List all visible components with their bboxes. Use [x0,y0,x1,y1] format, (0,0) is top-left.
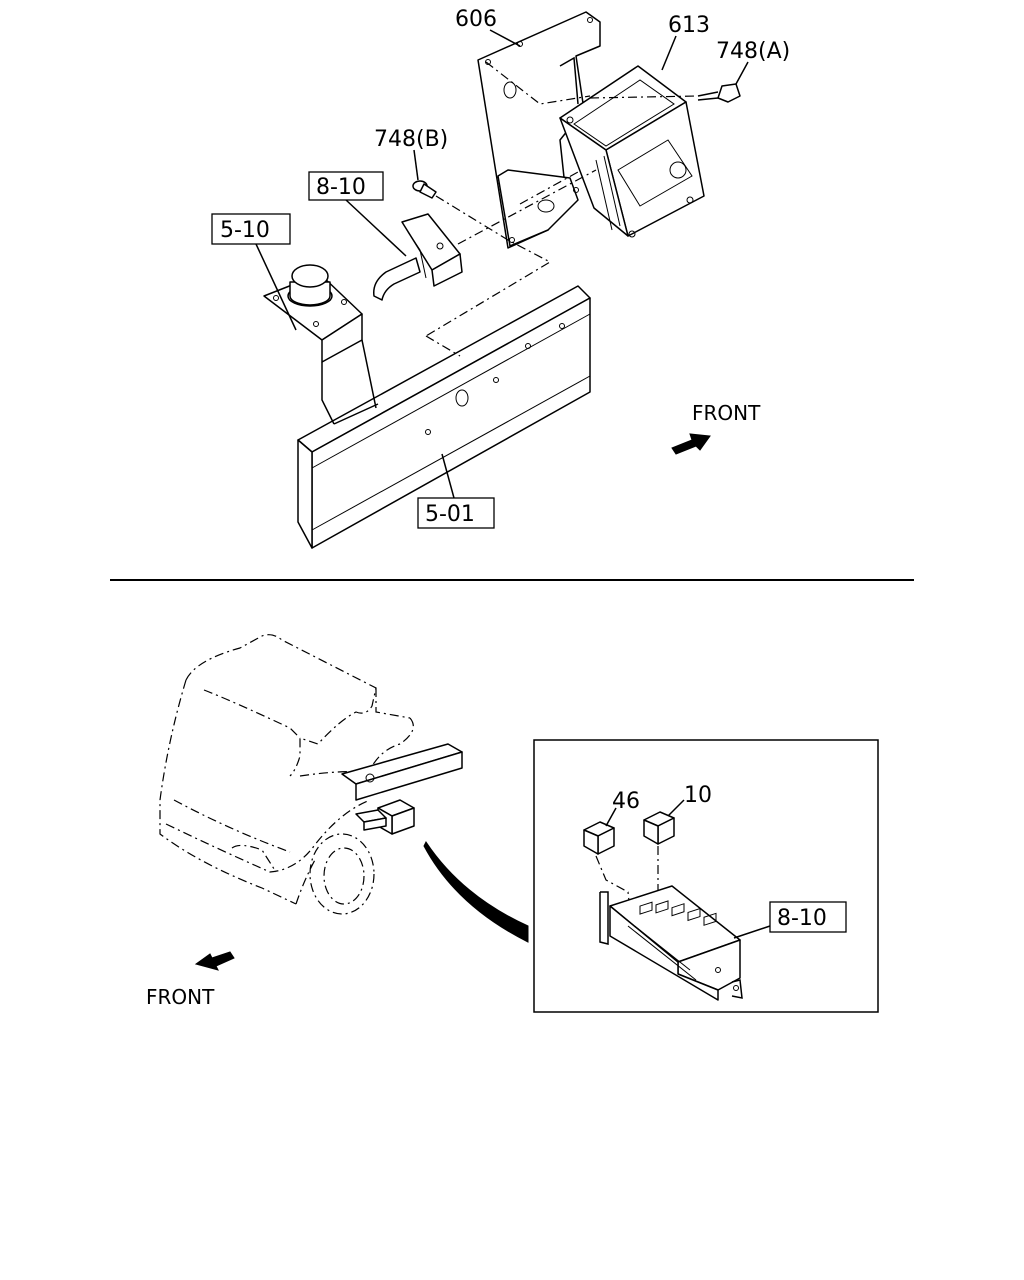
callout-606: 606 [455,7,497,32]
label-box-8-10 [308,171,384,201]
label-box-5-01 [417,497,495,529]
bottom-assembly: FRONT [146,634,879,1013]
callout-46: 46 [612,789,640,814]
callout-748a: 748(A) [716,39,790,64]
front-arrow-icon [671,433,711,455]
front-arrow-bottom-icon [194,951,235,971]
relay-box-8-10-inset [599,885,743,1001]
front-label-top: FRONT [692,401,761,425]
top-assembly: 606 613 748(A) 748(B) 8-10 5-10 5-01 FRO… [211,7,790,549]
inset-panel: 46 10 8-10 [533,739,879,1013]
truck-cab [159,634,414,915]
front-label-bottom: FRONT [146,985,215,1009]
callout-8-10-inset: 8-10 [777,906,827,931]
relay-box-on-truck [355,799,415,835]
bracket-606 [477,11,601,249]
callout-8-10: 8-10 [316,175,366,200]
relay-10 [643,811,675,845]
label-box-5-10 [211,213,291,245]
callout-5-01: 5-01 [425,502,475,527]
bolt-748b [412,180,437,199]
crossmember [263,264,379,425]
control-unit-613 [559,65,705,238]
callout-10: 10 [684,783,712,808]
callout-613: 613 [668,13,710,38]
frame-rail [297,285,591,549]
label-box-8-10-inset [769,901,847,933]
relay-46 [583,821,615,855]
zoom-arrow [423,841,529,943]
relay-box-8-10 [373,213,463,301]
callout-5-10: 5-10 [220,218,270,243]
frame-rail-bottom [341,743,463,801]
callout-748b: 748(B) [374,127,448,152]
bolt-748a [697,83,741,103]
